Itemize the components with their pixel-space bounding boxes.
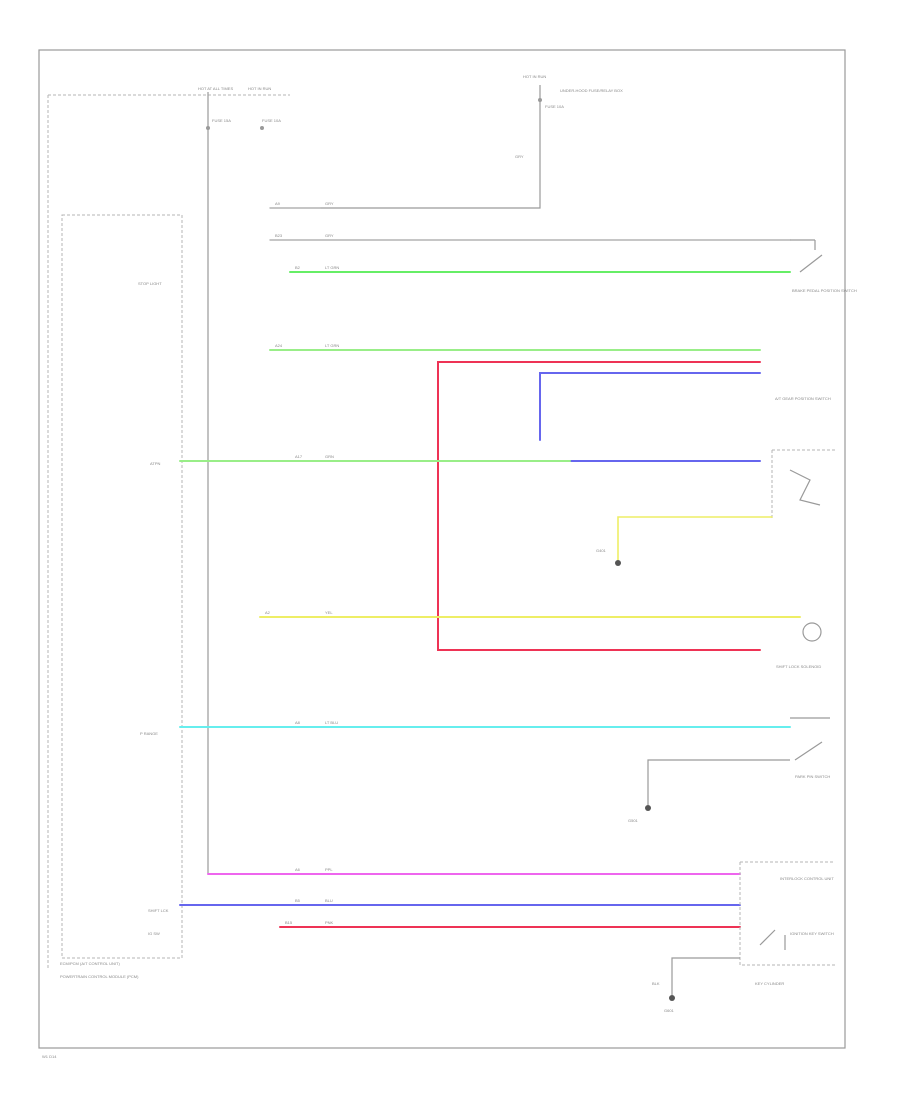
ecm-pcm-label: ECM/PCM (A/T CONTROL UNIT) — [60, 961, 120, 966]
park-pin-label: PARK PIN SWITCH — [795, 774, 830, 779]
gry-label: GRY — [515, 154, 524, 159]
fuse-right-symbol — [260, 126, 264, 130]
wire-7-color: LT BLU — [325, 720, 338, 725]
stop-light-label: STOP LIGHT — [138, 281, 162, 286]
wire-3-pin: B2 — [295, 265, 301, 270]
wire-8-pin: A6 — [295, 867, 301, 872]
ground-2-label: G501 — [628, 818, 639, 823]
ground-3-symbol — [669, 995, 675, 1001]
fuse-box-outline — [47, 94, 290, 968]
hot-in-run-label-2: HOT IN RUN — [523, 74, 546, 79]
ignition-key-label: IGNITION KEY SWITCH — [790, 931, 834, 936]
top-feed-wire — [320, 85, 541, 209]
ground-3-wire — [671, 957, 740, 995]
brake-switch-symbol — [790, 239, 823, 273]
diagram-border — [38, 49, 846, 1049]
wire-5-color: GRN — [325, 454, 334, 459]
ground-3-label: G601 — [664, 1008, 675, 1013]
ground-1-label: G401 — [596, 548, 607, 553]
blue-wire — [539, 372, 761, 441]
wire-3-color: LT GRN — [325, 265, 339, 270]
ecm-module-outline — [61, 214, 183, 959]
park-pin-switch-symbol — [790, 717, 830, 761]
shift-lock-solenoid-label: SHIFT LOCK SOLENOID — [776, 664, 821, 669]
wire-8-color: PPL — [325, 867, 333, 872]
key-cylinder-label: KEY CYLINDER — [755, 981, 784, 986]
shift-lock-solenoid-symbol — [802, 622, 822, 642]
yellow-ground-wire — [617, 516, 773, 561]
wire-9-pin: B5 — [295, 898, 301, 903]
fuse-right-label-2: FUSE 10A — [545, 104, 564, 109]
wire-4-color: LT GRN — [325, 343, 339, 348]
interlock-switch-symbol — [759, 929, 786, 950]
gray-ground-wire — [647, 759, 790, 805]
component-box-1 — [771, 449, 835, 520]
fuse-right-label: FUSE 10A — [262, 118, 281, 123]
atpn-label: ATPN — [150, 461, 160, 466]
blk-label: BLK — [652, 981, 660, 986]
interlock-unit-outline — [739, 861, 835, 966]
wire-1-pin: A9 — [275, 201, 281, 206]
shift-lock-label: SHIFT LCK — [148, 908, 169, 913]
wire-6-pin: A2 — [265, 610, 271, 615]
p-range-label: P RANGE — [140, 731, 158, 736]
junction-box-label: UNDER-HOOD FUSE/RELAY BOX — [560, 88, 623, 93]
fuse-left-symbol — [206, 126, 210, 130]
wire-2-color: GRY — [325, 233, 334, 238]
hot-at-all-times-label: HOT AT ALL TIMES — [198, 86, 233, 91]
brake-switch-label: BRAKE PEDAL POSITION SWITCH — [792, 288, 857, 293]
wire-1-color: GRY — [325, 201, 334, 206]
lock-release-label: A/T GEAR POSITION SWITCH — [775, 396, 831, 401]
ground-1-symbol — [615, 560, 621, 566]
component-1-wiper — [789, 469, 821, 506]
wire-10-pin: B15 — [285, 920, 293, 925]
hot-in-run-label: HOT IN RUN — [248, 86, 271, 91]
red-wire-loop — [437, 361, 761, 651]
fuse-top-symbol — [538, 98, 542, 102]
wire-2-pin: B23 — [275, 233, 283, 238]
footer-code: W1 D14 — [42, 1054, 57, 1059]
wire-9-color: BLU — [325, 898, 333, 903]
ecm-note-label: POWERTRAIN CONTROL MODULE (PCM) — [60, 974, 139, 979]
wire-10-color: PNK — [325, 920, 334, 925]
fuse-left-label: FUSE 15A — [212, 118, 231, 123]
interlock-unit-label: INTERLOCK CONTROL UNIT — [780, 876, 834, 881]
wire-4-pin: A24 — [275, 343, 283, 348]
wire-5-pin: A17 — [295, 454, 303, 459]
wire-7-pin: A8 — [295, 720, 301, 725]
ground-2-symbol — [645, 805, 651, 811]
ig-sw-label: IG SW — [148, 931, 160, 936]
wire-6-color: YEL — [325, 610, 333, 615]
